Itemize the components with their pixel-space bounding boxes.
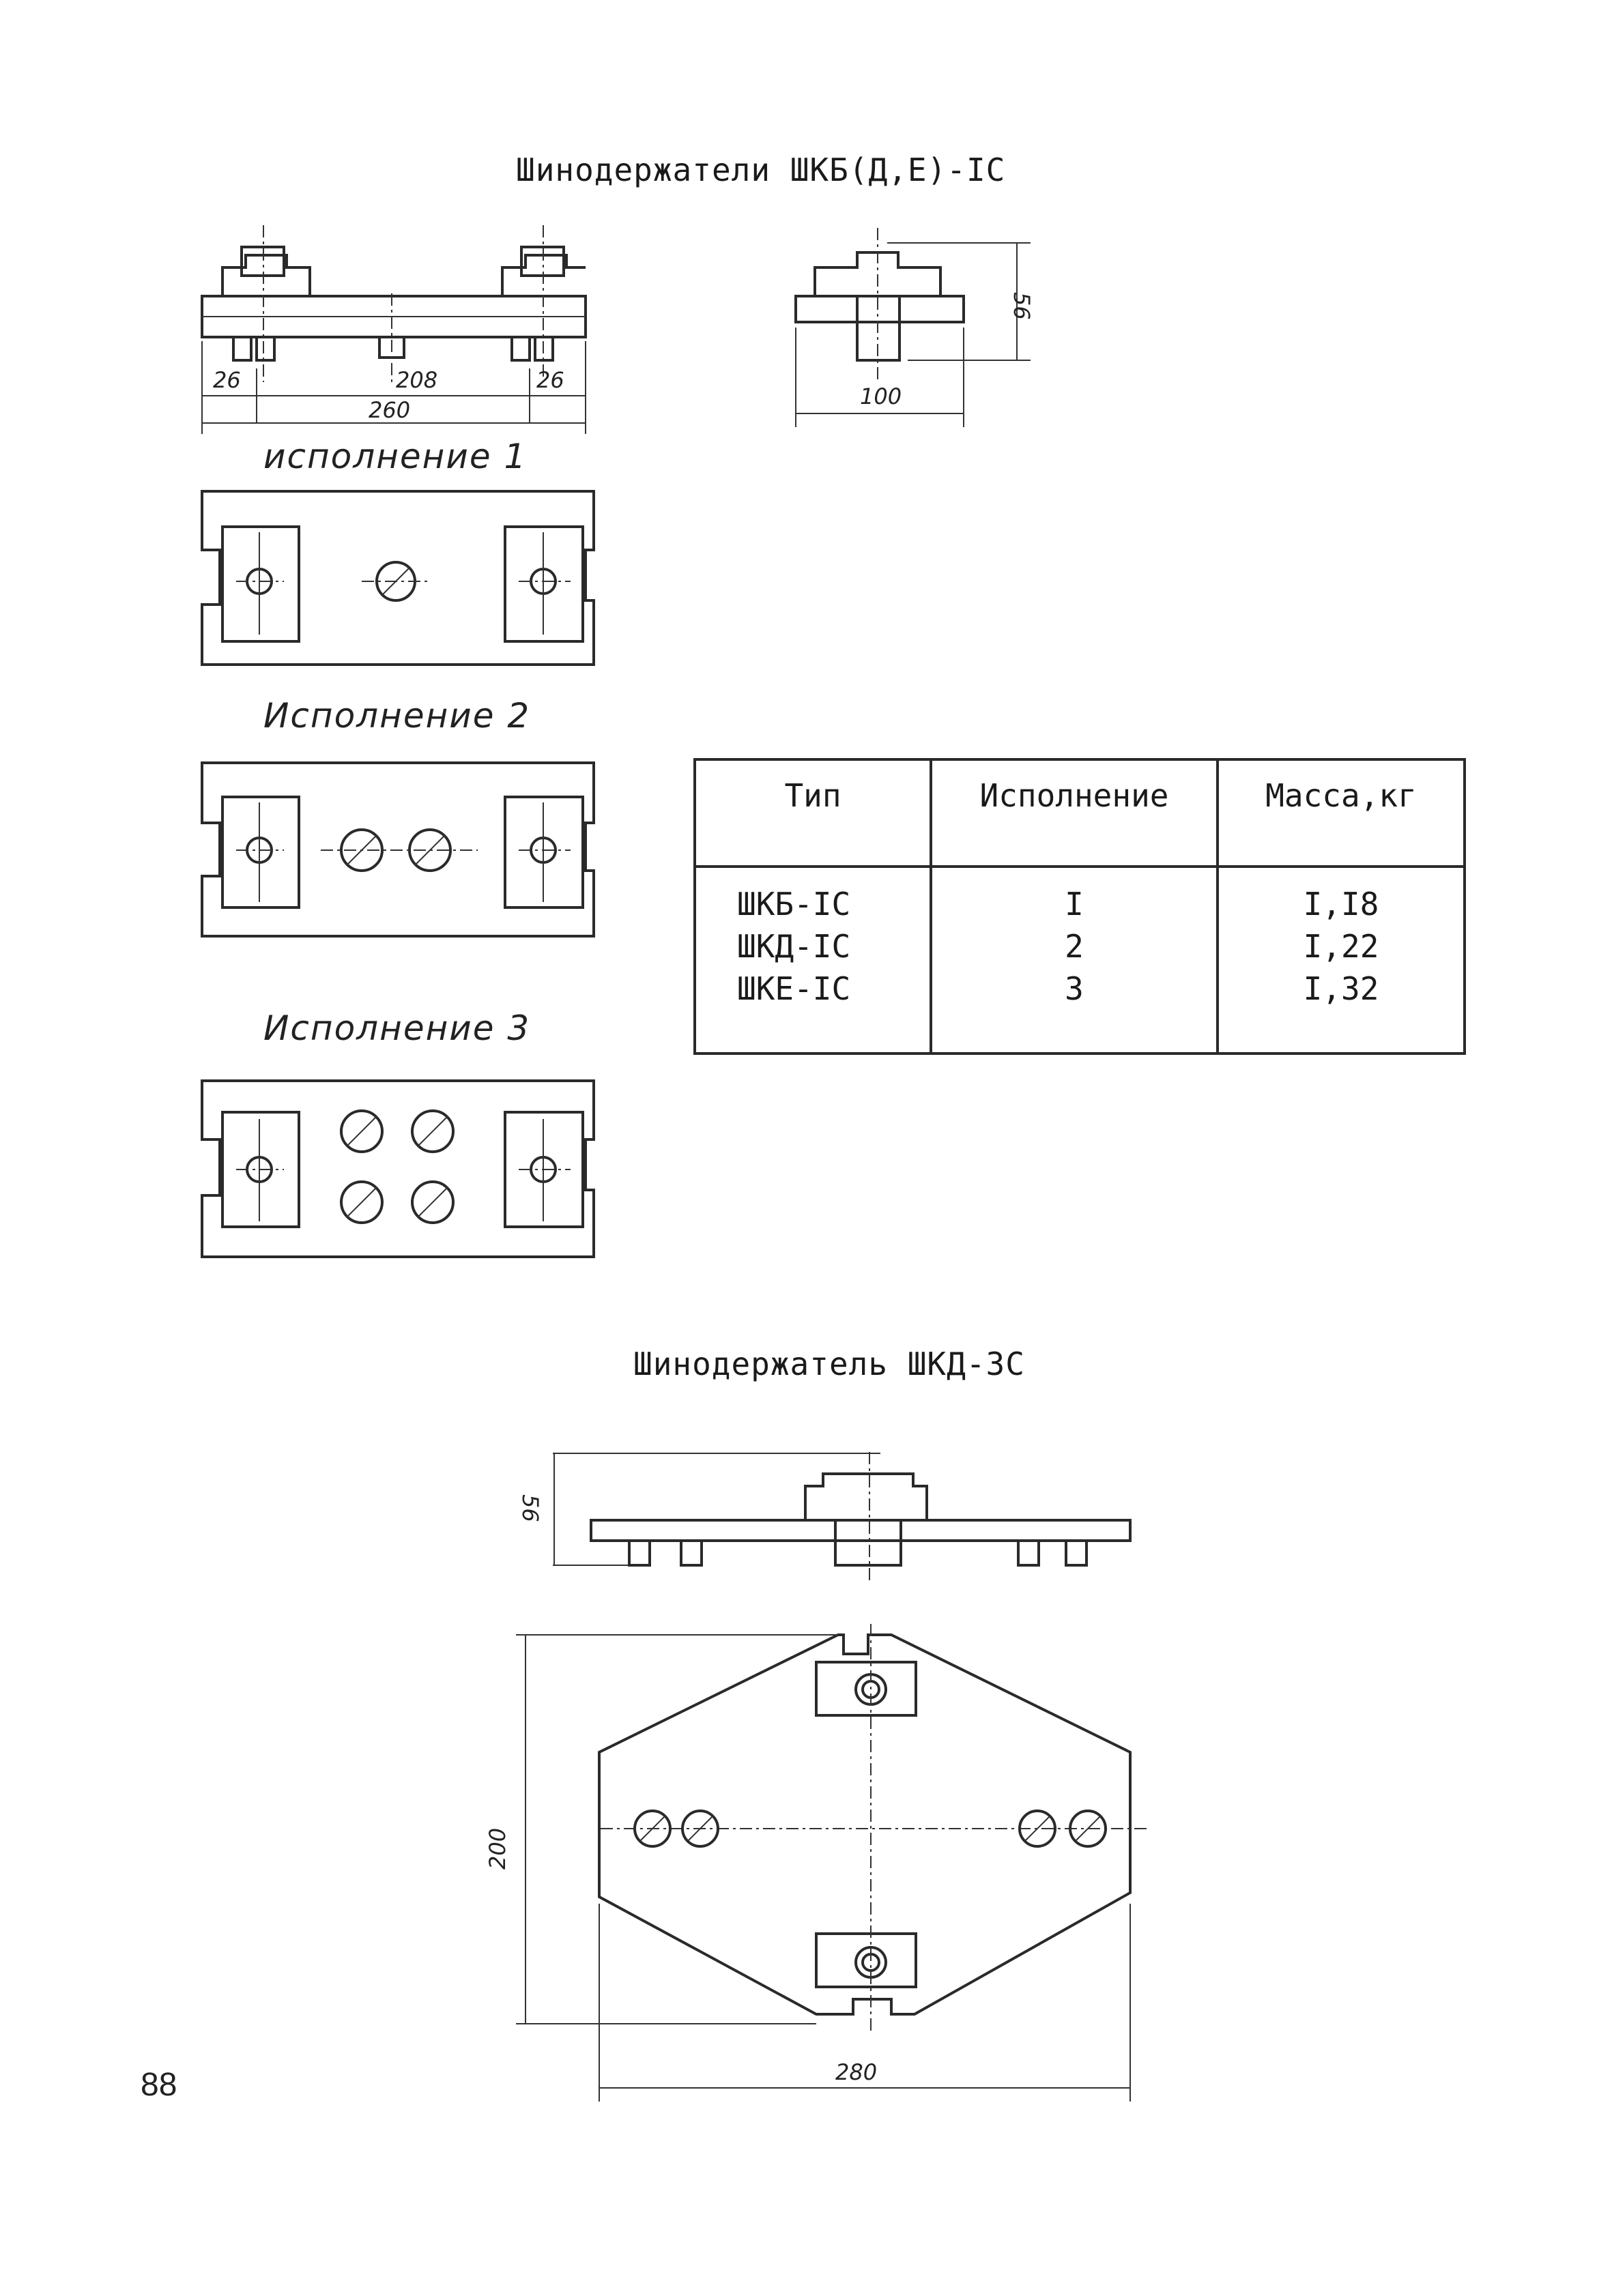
dim-plan-height: 200	[485, 1828, 510, 1870]
header-mass: Масса,кг	[1218, 759, 1465, 868]
dim-side-mid: 208	[396, 367, 437, 393]
cell-variant: I	[931, 867, 1219, 925]
header-type: Тип	[695, 759, 932, 868]
cell-variant: 2	[931, 925, 1219, 968]
variant-1-label: исполнение 1	[263, 437, 528, 476]
header-variant: Исполнение	[931, 759, 1219, 868]
dim-end-height: 56	[1009, 292, 1035, 320]
dim-side-left: 26	[213, 367, 241, 393]
dim-bottom-height: 56	[517, 1494, 543, 1522]
cell-type: ШКБ-IС	[695, 867, 932, 925]
dim-overall: 260	[369, 397, 410, 423]
table-row: ШКЕ-IС 3 I,32	[695, 968, 1465, 1010]
title-top: Шинодержатели ШКБ(Д,Е)-IС	[516, 151, 1006, 188]
dim-plan-width: 280	[835, 2059, 877, 2085]
table-row-empty	[695, 1010, 1465, 1053]
page-number: 88	[141, 2067, 177, 2103]
cell-type: ШКЕ-IС	[695, 968, 932, 1010]
cell-type: ШКД-IС	[695, 925, 932, 968]
spec-table: Тип Исполнение Масса,кг ШКБ-IС I I,I8 ШК…	[693, 758, 1466, 1055]
table-row: ШКБ-IС I I,I8	[695, 867, 1465, 925]
cell-mass: I,32	[1303, 970, 1379, 1007]
cell-variant: 3	[931, 968, 1219, 1010]
variant-2-label: Исполнение 2	[263, 696, 531, 736]
title-bottom: Шинодержатель ШКД-3С	[633, 1346, 1025, 1382]
dim-end-width: 100	[860, 383, 902, 409]
cell-mass: I,I8	[1303, 886, 1379, 922]
table-row: ШКД-IС 2 I,22	[695, 925, 1465, 968]
dim-side-right: 26	[536, 367, 564, 393]
spec-table-header: Тип Исполнение Масса,кг	[695, 759, 1465, 868]
cell-mass: I,22	[1303, 928, 1379, 965]
variant-3-label: Исполнение 3	[263, 1008, 531, 1048]
